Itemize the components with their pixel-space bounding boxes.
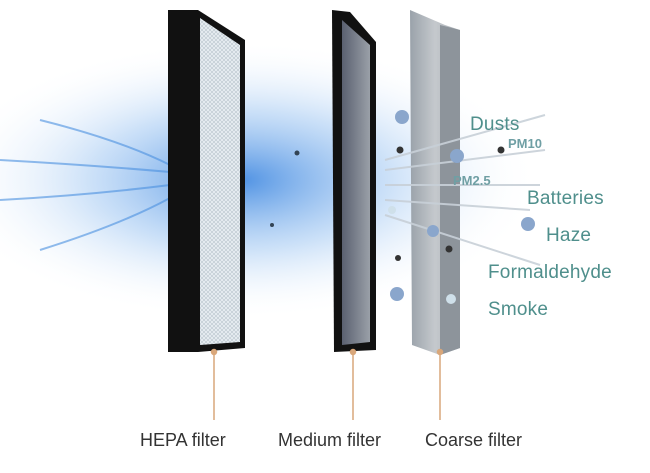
coarse-filter: [410, 10, 460, 355]
label-smoke: Smoke: [488, 299, 549, 320]
medium-filter: [332, 10, 376, 352]
airflow-streaks: [0, 119, 171, 251]
label-pm10: PM10: [508, 136, 542, 151]
label-haze: Haze: [546, 225, 592, 246]
label-medium-filter: Medium filter: [278, 430, 382, 450]
particles: [270, 110, 535, 304]
leader-lines: [210, 348, 444, 420]
label-hepa-filter: HEPA filter: [140, 430, 226, 450]
label-batteries: Batteries: [527, 188, 604, 209]
pollutant-lines: [384, 114, 546, 266]
label-coarse-filter: Coarse filter: [425, 430, 523, 450]
hepa-filter: [168, 10, 245, 352]
label-formaldehyde: Formaldehyde: [488, 262, 612, 283]
airflow-glow: [0, 40, 540, 320]
label-pm25: PM2.5: [453, 173, 491, 188]
label-dusts: Dusts: [470, 114, 520, 135]
